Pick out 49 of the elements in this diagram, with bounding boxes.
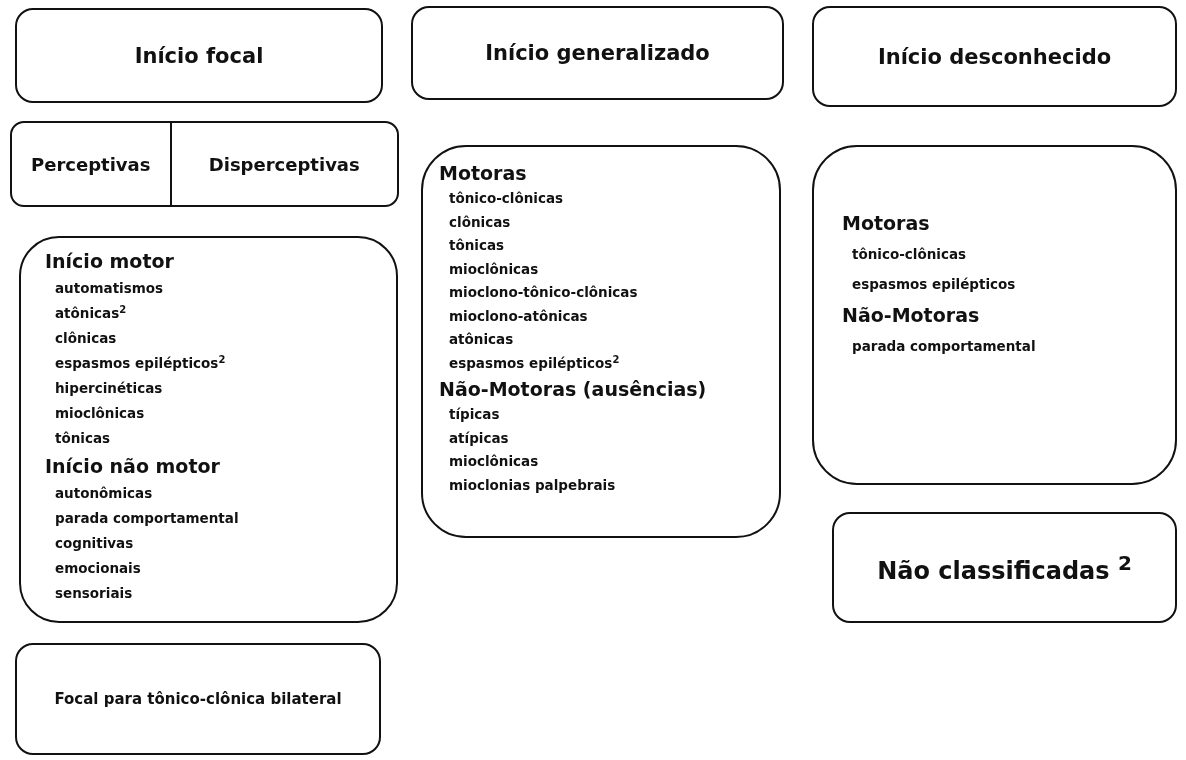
category-box — [812, 6, 1177, 107]
list-item: automatismos — [55, 279, 165, 298]
subtype-label: Perceptivas — [30, 153, 152, 175]
list-heading: Motoras — [842, 211, 931, 236]
list-item: espasmos epilépticos$^{2}$ — [55, 352, 227, 373]
list-item: mioclônicas — [449, 259, 540, 279]
list-heading: Início não motor — [45, 454, 221, 479]
list-item: emocionais — [55, 559, 142, 578]
category-box — [15, 643, 381, 755]
list-item: tônicas — [449, 236, 506, 255]
seizure-list-box — [19, 236, 398, 623]
category-title: Focal para tônico-clônica bilateral — [53, 690, 343, 708]
list-heading: Não-Motoras (ausências) — [439, 377, 708, 402]
list-item: cognitivas — [55, 534, 135, 553]
list-item: mioclônicas — [449, 452, 540, 471]
list-heading: Início motor — [45, 249, 175, 274]
list-heading: Motoras — [439, 161, 528, 186]
list-item: espasmos epilépticos — [852, 275, 1017, 294]
category-title: Não classificadas $^{2}$ — [876, 550, 1133, 585]
list-item: atípicas — [449, 428, 510, 448]
split-box — [10, 121, 399, 207]
list-item: clônicas — [55, 329, 118, 348]
seizure-list-box — [421, 145, 781, 538]
list-heading: Não-Motoras — [842, 303, 981, 328]
category-box — [411, 6, 784, 100]
list-item: típicas — [449, 405, 501, 424]
subtype-label: Disperceptivas — [207, 153, 361, 175]
list-item: mioclono-atônicas — [449, 306, 589, 326]
list-item: parada comportamental — [852, 337, 1037, 356]
category-box — [832, 512, 1177, 623]
list-item: autonômicas — [55, 484, 154, 503]
list-item: tônico-clônicas — [852, 245, 968, 264]
category-title: Início generalizado — [484, 41, 711, 65]
list-item: clônicas — [449, 212, 512, 232]
list-item: mioclonias palpebrais — [449, 475, 617, 495]
list-item: sensoriais — [55, 584, 134, 603]
list-item: atônicas — [449, 330, 515, 349]
list-item: hipercinéticas — [55, 379, 164, 398]
list-item: atônicas$^{2}$ — [55, 302, 128, 323]
category-title: Início focal — [133, 43, 265, 68]
list-item: parada comportamental — [55, 509, 240, 528]
list-item: mioclônicas — [55, 404, 146, 423]
list-item: tônicas — [55, 429, 112, 448]
seizure-list-box — [812, 145, 1177, 485]
list-item: mioclono-tônico-clônicas — [449, 283, 639, 302]
list-item: espasmos epilépticos$^{2}$ — [449, 352, 621, 373]
category-title: Início desconhecido — [876, 44, 1113, 69]
category-box — [15, 8, 383, 103]
list-item: tônico-clônicas — [449, 189, 565, 208]
